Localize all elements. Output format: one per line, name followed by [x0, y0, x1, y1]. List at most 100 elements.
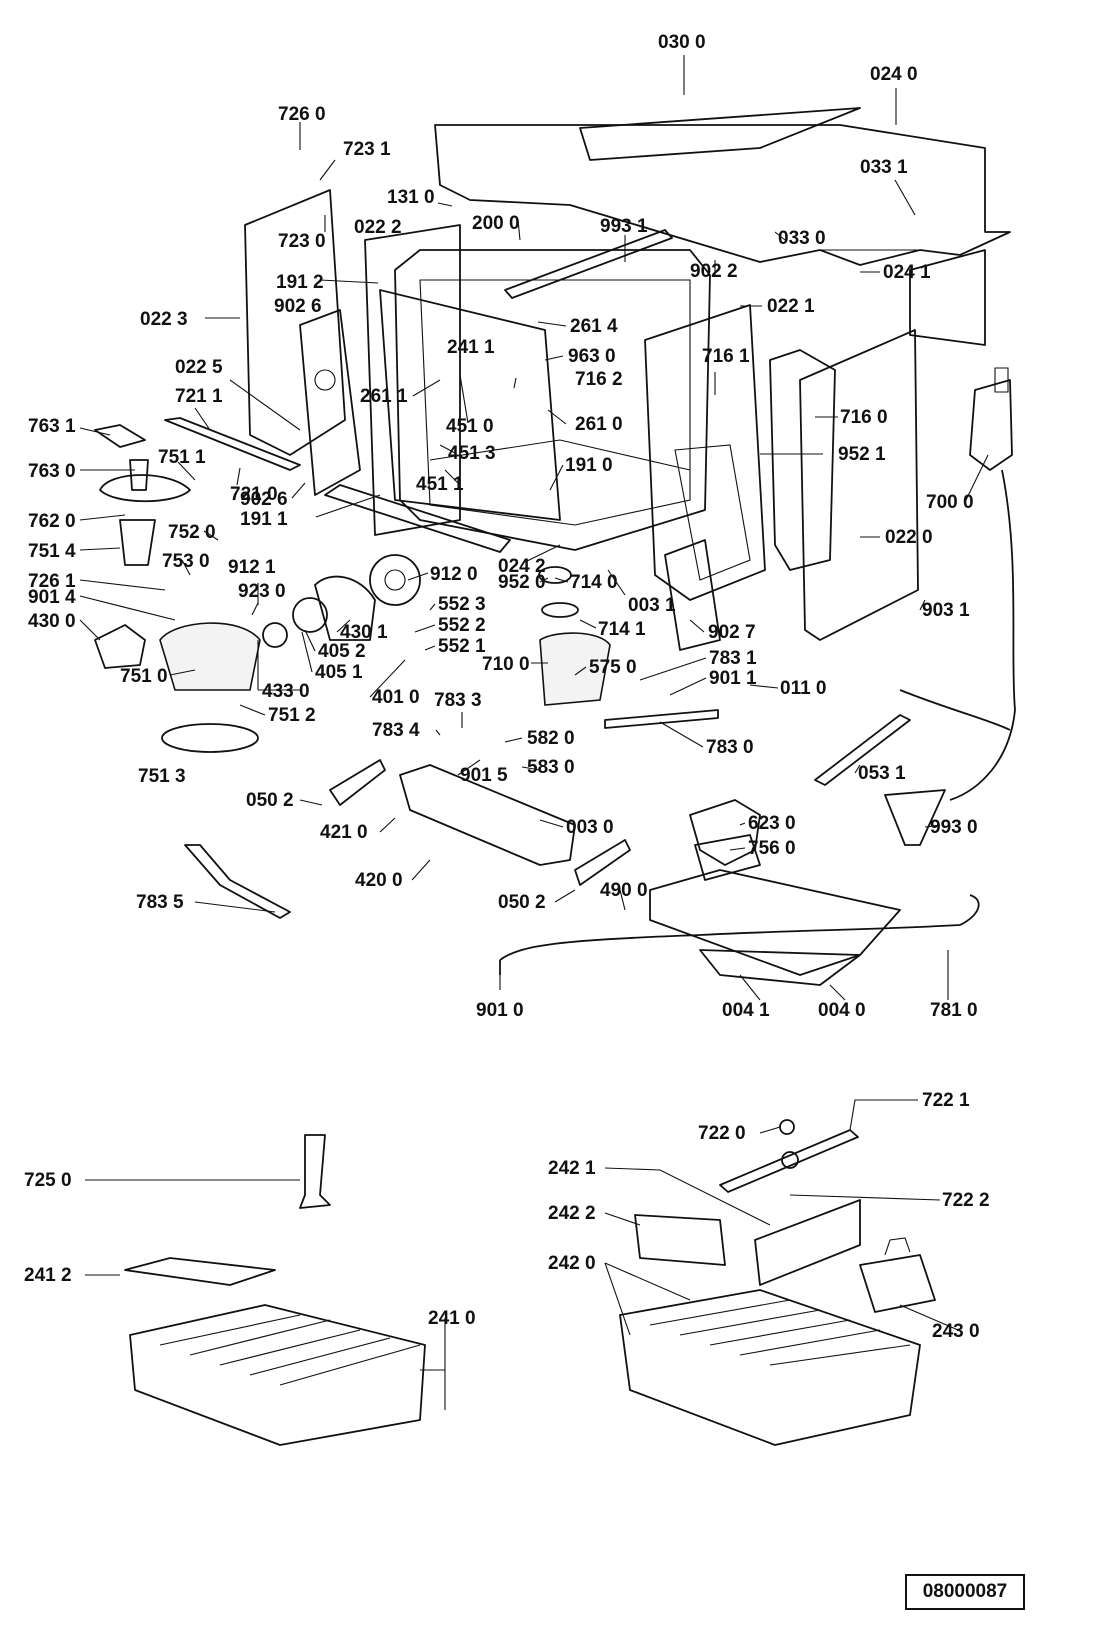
part-label: 902 2: [690, 261, 738, 282]
part-label: 716 2: [575, 369, 623, 390]
part-label: 751 1: [158, 447, 206, 468]
part-label: 751 0: [120, 666, 168, 687]
part-label: 430 1: [340, 622, 388, 643]
part-label: 191 0: [565, 455, 613, 476]
part-label: 721 1: [175, 386, 223, 407]
foot-bracket-left: [329, 759, 386, 806]
pump-motor: [369, 554, 421, 606]
water-softener: [539, 632, 611, 706]
upper-tray: [124, 1257, 276, 1286]
part-label: 722 1: [922, 1090, 970, 1111]
part-label: 024 0: [870, 64, 918, 85]
part-label: 451 0: [446, 416, 494, 437]
part-label: 401 0: [372, 687, 420, 708]
cutlery-basket-handle: [884, 1237, 911, 1256]
part-label: 022 0: [885, 527, 933, 548]
part-label: 552 3: [438, 594, 486, 615]
part-label: 901 0: [476, 1000, 524, 1021]
part-label: 243 0: [932, 1321, 980, 1342]
drain-pump: [94, 624, 146, 669]
filter-cylinder: [119, 519, 156, 566]
foot-bracket-right: [574, 839, 631, 886]
part-label: 575 0: [589, 657, 637, 678]
part-label: 451 1: [416, 474, 464, 495]
drain-hose: [499, 894, 980, 961]
spray-arm-nut: [779, 1119, 795, 1135]
part-label: 433 0: [262, 681, 310, 702]
part-label: 430 0: [28, 611, 76, 632]
base-plate: [699, 949, 861, 986]
part-label: 405 2: [318, 641, 366, 662]
lower-filter-plate: [99, 474, 191, 503]
lower-spray-arm: [164, 417, 301, 471]
part-labels: 030 0 024 0 726 0 723 1 131 0 033 1 723 …: [24, 32, 990, 1342]
part-label: 722 2: [942, 1190, 990, 1211]
part-label: 552 2: [438, 615, 486, 636]
filter-handle: [94, 424, 146, 448]
part-label: 050 2: [246, 790, 294, 811]
tub-floor: [429, 439, 691, 471]
control-board: [399, 764, 576, 866]
part-label: 952 0: [498, 572, 546, 593]
cutlery-basket: [859, 1254, 936, 1313]
part-label: 191 2: [276, 272, 324, 293]
part-label: 901 5: [460, 765, 508, 786]
part-label: 261 4: [570, 316, 618, 337]
inlet-valve: [994, 367, 1009, 393]
lower-rail-tube: [604, 709, 719, 729]
part-label: 783 0: [706, 737, 754, 758]
part-label: 723 1: [343, 139, 391, 160]
part-label: 952 1: [838, 444, 886, 465]
document-reference-number: 08000087: [905, 1574, 1025, 1610]
part-label: 716 1: [702, 346, 750, 367]
impeller-small: [262, 622, 288, 648]
part-label: 022 1: [767, 296, 815, 317]
part-label: 022 2: [354, 217, 402, 238]
impeller-disc: [292, 597, 328, 633]
upper-spray-arm: [719, 1129, 859, 1193]
part-label: 003 0: [566, 817, 614, 838]
part-label: 241 1: [447, 337, 495, 358]
part-label: 763 1: [28, 416, 76, 437]
part-label: 004 1: [722, 1000, 770, 1021]
lower-basket: [129, 1304, 426, 1446]
part-label: 582 0: [527, 728, 575, 749]
part-label: 901 1: [709, 668, 757, 689]
base-tray: [649, 869, 901, 976]
part-label: 912 1: [228, 557, 276, 578]
part-label: 050 2: [498, 892, 546, 913]
rail-rod: [184, 844, 291, 919]
part-label: 191 1: [240, 509, 288, 530]
part-label: 902 6: [274, 296, 322, 317]
inlet-hose: [949, 469, 1016, 801]
part-label: 053 1: [858, 763, 906, 784]
part-label: 490 0: [600, 880, 648, 901]
part-label: 902 6: [240, 489, 288, 510]
left-bracket-hole: [314, 369, 336, 391]
part-label: 242 2: [548, 1203, 596, 1224]
water-inlet-block: [969, 379, 1013, 471]
top-cover: [434, 124, 1011, 266]
part-label: 022 3: [140, 309, 188, 330]
part-label: 756 0: [748, 838, 796, 859]
pump-motor-core: [384, 569, 406, 591]
left-bracket: [299, 309, 361, 496]
right-side-door-panel: [644, 304, 766, 601]
part-label: 726 1: [28, 571, 76, 592]
part-label: 261 0: [575, 414, 623, 435]
part-label: 783 4: [372, 720, 420, 741]
part-label: 902 7: [708, 622, 756, 643]
coarse-filter-top: [129, 459, 149, 491]
part-label: 420 0: [355, 870, 403, 891]
part-label: 763 0: [28, 461, 76, 482]
softener-cap: [538, 566, 572, 584]
inlet-hose-lower: [899, 689, 1011, 731]
part-label: 011 0: [780, 678, 827, 699]
part-label: 451 3: [448, 443, 496, 464]
part-label: 783 3: [434, 690, 482, 711]
pump-housing: [314, 575, 376, 641]
part-label: 583 0: [527, 757, 575, 778]
part-label: 762 0: [28, 511, 76, 532]
lower-basket-wires: [159, 1314, 421, 1386]
